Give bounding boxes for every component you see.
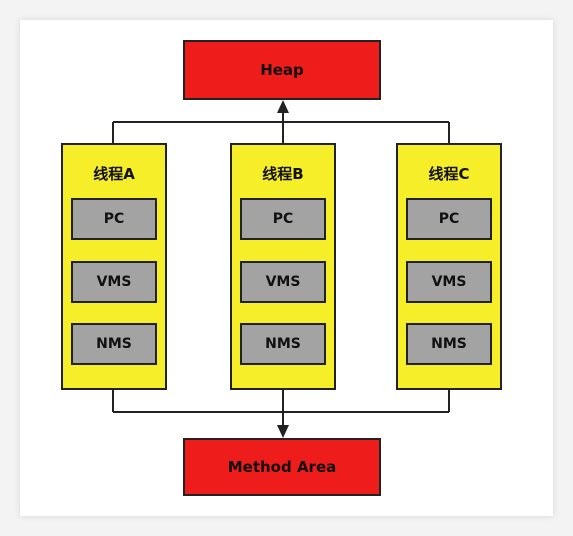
thread-a-box: 线程A PC VMS NMS [61, 143, 167, 390]
thread-b-nms-label: NMS [265, 336, 301, 352]
thread-c-vms-label: VMS [431, 274, 467, 290]
thread-a-vms-label: VMS [96, 274, 132, 290]
thread-c-nms-label: NMS [431, 336, 467, 352]
method-area-box: Method Area [183, 438, 381, 496]
thread-c-box: 线程C PC VMS NMS [396, 143, 502, 390]
thread-b-pc-label: PC [272, 211, 294, 227]
thread-c-vms-cell: VMS [406, 261, 492, 303]
thread-a-pc-label: PC [103, 211, 125, 227]
heap-label: Heap [260, 61, 304, 79]
thread-c-title: 线程C [428, 165, 470, 183]
thread-a-nms-cell: NMS [71, 323, 157, 365]
thread-c-pc-label: PC [438, 211, 460, 227]
thread-b-box: 线程B PC VMS NMS [230, 143, 336, 390]
heap-box: Heap [183, 40, 381, 100]
thread-a-pc-cell: PC [71, 198, 157, 240]
thread-b-title: 线程B [262, 165, 304, 183]
thread-b-nms-cell: NMS [240, 323, 326, 365]
thread-a-title: 线程A [93, 165, 135, 183]
thread-b-vms-label: VMS [265, 274, 301, 290]
thread-a-vms-cell: VMS [71, 261, 157, 303]
thread-c-pc-cell: PC [406, 198, 492, 240]
thread-b-vms-cell: VMS [240, 261, 326, 303]
thread-b-pc-cell: PC [240, 198, 326, 240]
method-area-label: Method Area [227, 458, 337, 476]
thread-a-nms-label: NMS [96, 336, 132, 352]
thread-c-nms-cell: NMS [406, 323, 492, 365]
